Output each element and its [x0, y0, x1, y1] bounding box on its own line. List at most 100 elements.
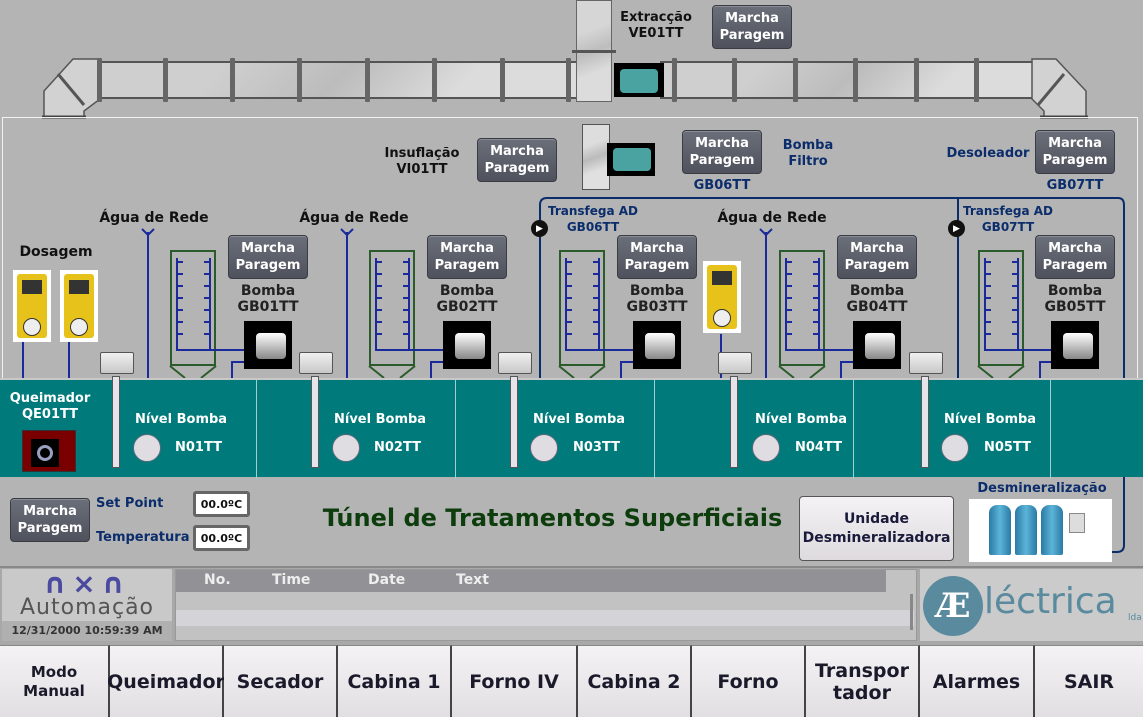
setpoint-input[interactable]: 00.0ºC	[193, 491, 250, 517]
level-3-indicator	[530, 434, 558, 462]
pump-gb01-start-stop-button[interactable]: Marcha Paragem	[228, 235, 308, 279]
insufflation-label-line2: VI01TT	[396, 162, 448, 177]
filter-pump-id: GB06TT	[693, 178, 751, 193]
column-header-no[interactable]: No.	[204, 572, 231, 588]
datetime-display: 12/31/2000 10:59:39 AM	[2, 621, 172, 641]
transfer-gb06-play-icon[interactable]: ▶	[531, 220, 548, 237]
pump-gb02-label: Bomba GB02TT	[427, 283, 507, 315]
button-line1: Marcha	[850, 241, 904, 256]
extraction-label-line1: Extracção	[620, 10, 692, 25]
column-header-text[interactable]: Text	[456, 572, 489, 588]
nav-burner-button[interactable]: Queimador	[107, 645, 225, 717]
transfer-gb07-play-icon[interactable]: ▶	[948, 220, 965, 237]
pump-label-line2: GB05TT	[1044, 299, 1106, 315]
nav-manual-mode-button[interactable]: Modo Manual	[0, 645, 110, 717]
button-line2: Paragem	[484, 161, 550, 176]
dosing-pump-2-icon[interactable]	[60, 270, 98, 342]
pump-gb04-motor-icon[interactable]	[853, 321, 901, 369]
spray-rack-5	[978, 250, 1024, 366]
filter-pump-start-stop-button[interactable]: Marcha Paragem	[682, 130, 762, 174]
nav-dryer-button[interactable]: Secador	[224, 645, 338, 717]
transfer-label-line1: Transfega AD	[962, 204, 1054, 218]
burner-button[interactable]	[22, 430, 76, 472]
deoiler-id: GB07TT	[1046, 178, 1104, 193]
pump-gb01-motor-icon[interactable]	[244, 321, 292, 369]
pump-gb04-start-stop-button[interactable]: Marcha Paragem	[837, 235, 917, 279]
level-2-label: Nível Bomba	[334, 412, 427, 427]
pump-gb05-motor-icon[interactable]	[1051, 321, 1099, 369]
pump-gb05-start-stop-button[interactable]: Marcha Paragem	[1035, 235, 1115, 279]
insufflation-duct	[582, 124, 610, 190]
button-line2: Paragem	[844, 258, 910, 273]
button-line2: Paragem	[434, 258, 500, 273]
level-sensor-cap-5	[909, 352, 943, 374]
filter-pump-label-line1: Bomba	[782, 138, 834, 153]
nav-label: Forno IV	[469, 670, 559, 693]
extraction-motor-icon	[614, 63, 664, 97]
pump-label-line1: Bomba	[629, 283, 685, 299]
level-4-indicator	[752, 434, 780, 462]
demineralization-unit-image	[969, 499, 1112, 562]
deoiler-label: Desoleador	[946, 146, 1030, 161]
level-4-id: N04TT	[795, 440, 843, 455]
nav-alarms-button[interactable]: Alarmes	[920, 645, 1035, 717]
insufflation-label-line1: Insuflação	[384, 146, 460, 161]
nav-oven-iv-button[interactable]: Forno IV	[452, 645, 578, 717]
nav-label: Cabina 2	[587, 670, 681, 693]
logo-mark: Æ	[923, 576, 983, 636]
dosing-pump-1-icon[interactable]	[13, 270, 51, 342]
nav-booth-1-button[interactable]: Cabina 1	[338, 645, 452, 717]
nav-label: SAIR	[1063, 670, 1115, 693]
extraction-start-stop-button[interactable]: Marcha Paragem	[712, 5, 792, 49]
transfer-gb07-label: Transfega AD GB07TT	[960, 203, 1056, 235]
extraction-label: Extracção VE01TT	[618, 10, 694, 42]
logo-text: Automação	[19, 595, 155, 620]
alarm-table-row[interactable]	[176, 610, 914, 626]
level-2-id: N02TT	[374, 440, 422, 455]
button-line2: Desmineralizadora	[802, 529, 951, 546]
insufflation-label: Insuflação VI01TT	[382, 146, 462, 178]
level-1-indicator	[133, 434, 161, 462]
pump-label-line2: GB04TT	[846, 299, 908, 315]
demineralization-label: Desmineralização	[977, 481, 1107, 496]
alarm-table[interactable]: No. Time Date Text	[175, 569, 917, 641]
nav-label: Alarmes	[932, 670, 1021, 693]
pump-gb03-label: Bomba GB03TT	[617, 283, 697, 315]
button-line1: Unidade	[843, 510, 910, 527]
pump-label-line1: Bomba	[240, 283, 296, 299]
transfer-label-line1: Transfega AD	[547, 204, 639, 218]
network-water-label-2: Água de Rede	[299, 210, 409, 226]
nav-oven-button[interactable]: Forno	[692, 645, 806, 717]
pump-gb03-start-stop-button[interactable]: Marcha Paragem	[617, 235, 697, 279]
nav-label: Queimador	[107, 670, 225, 693]
spray-rack-2	[369, 250, 415, 366]
pump-gb03-motor-icon[interactable]	[633, 321, 681, 369]
insufflation-start-stop-button[interactable]: Marcha Paragem	[477, 138, 557, 182]
nav-label-line2: Manual	[23, 681, 85, 700]
temperature-label: Temperatura	[96, 530, 190, 545]
level-3-label: Nível Bomba	[533, 412, 626, 427]
nav-booth-2-button[interactable]: Cabina 2	[578, 645, 692, 717]
column-header-time[interactable]: Time	[272, 572, 311, 588]
filter-pump-label-line2: Filtro	[788, 154, 828, 169]
demineralization-unit-button[interactable]: Unidade Desmineralizadora	[799, 496, 954, 561]
column-header-date[interactable]: Date	[368, 572, 406, 588]
alarm-table-scrollbar[interactable]	[910, 594, 913, 630]
network-water-label-3: Água de Rede	[717, 210, 827, 226]
button-line2: Paragem	[689, 153, 755, 168]
nav-label: Cabina 1	[347, 670, 441, 693]
button-line2: Paragem	[1042, 153, 1108, 168]
button-line1: Marcha	[725, 11, 779, 26]
pump-gb02-start-stop-button[interactable]: Marcha Paragem	[427, 235, 507, 279]
deoiler-start-stop-button[interactable]: Marcha Paragem	[1035, 130, 1115, 174]
nav-exit-button[interactable]: SAIR	[1035, 645, 1143, 717]
pump-label-line2: GB01TT	[237, 299, 299, 315]
tank: Queimador QE01TT Nível Bomba N01TT Nível…	[0, 376, 1143, 479]
temperature-start-stop-button[interactable]: Marcha Paragem	[10, 498, 90, 542]
button-line1: Marcha	[695, 136, 749, 151]
button-line2: Paragem	[719, 28, 785, 43]
nav-conveyor-button[interactable]: Transpor tador	[806, 645, 920, 717]
dosing-pump-3-icon[interactable]	[703, 261, 741, 333]
pump-gb02-motor-icon[interactable]	[443, 321, 491, 369]
pump-label-line1: Bomba	[439, 283, 495, 299]
